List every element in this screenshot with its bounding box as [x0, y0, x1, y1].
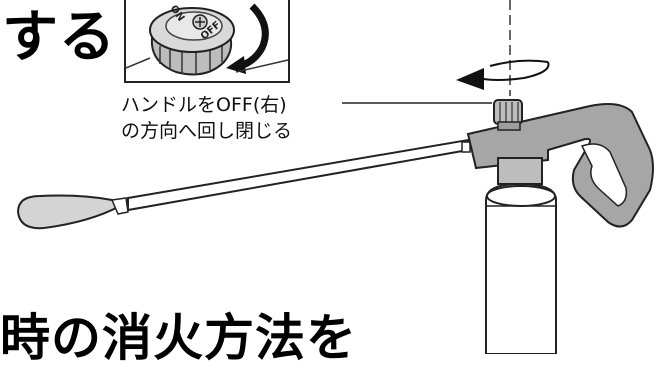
- caption-line-2: の方向へ回し閉じる: [121, 120, 293, 142]
- knob-inset: ON OFF: [124, 0, 290, 83]
- gas-canister: [485, 157, 557, 354]
- caption-line-1: ハンドルをOFF(右): [121, 94, 287, 116]
- nozzle-tip: [16, 194, 129, 230]
- rotation-arrow-main-icon: [456, 59, 550, 90]
- instruction-caption: ハンドルをOFF(右) の方向へ回し閉じる: [121, 92, 292, 144]
- heading-top: する: [2, 5, 116, 70]
- rotation-arrow-icon: [238, 3, 269, 70]
- sprayer-illustration: ON OFF: [16, 0, 654, 354]
- nozzle-tube: [127, 138, 471, 212]
- heading-bottom: 時の消火方法を: [0, 309, 357, 367]
- sprayer-handle: [466, 99, 654, 228]
